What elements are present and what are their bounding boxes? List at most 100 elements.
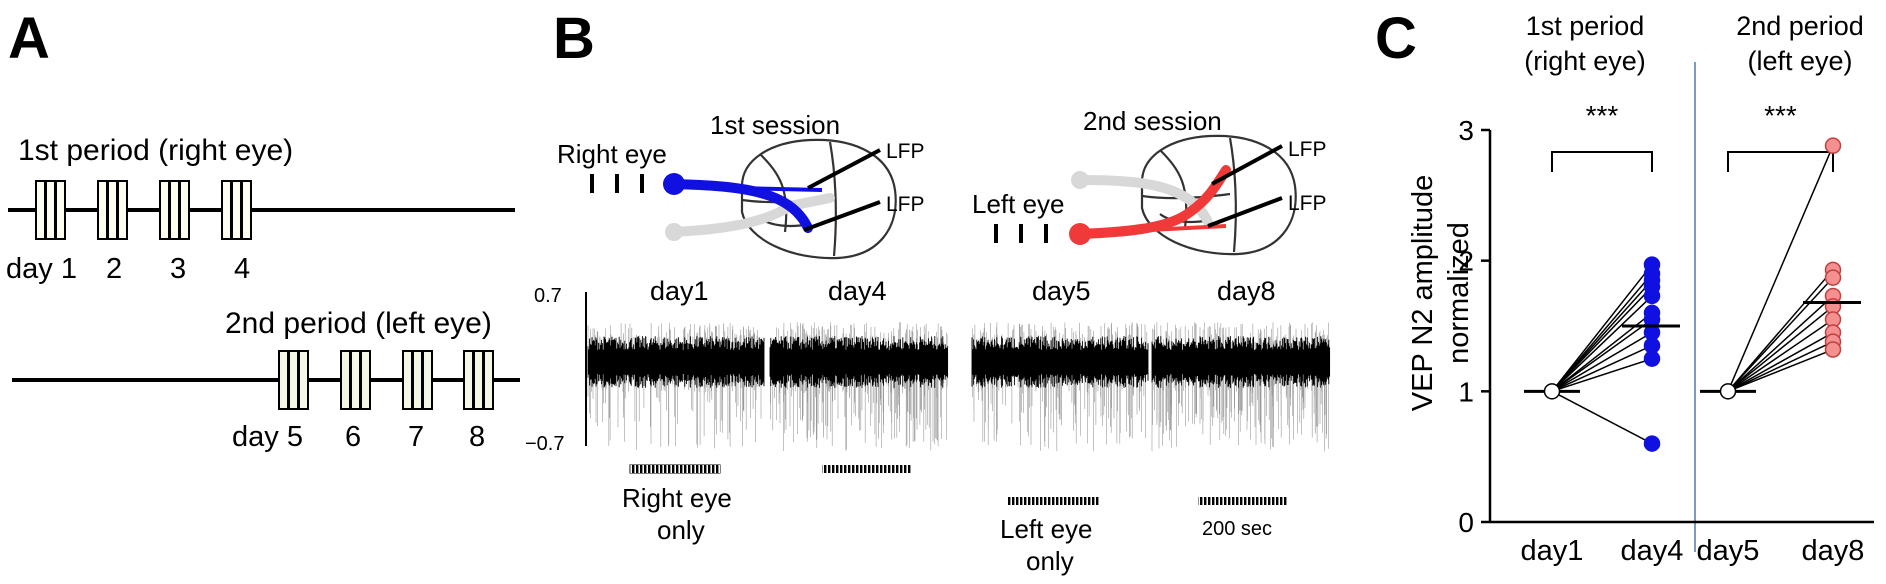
lfp-electrode-upper — [807, 148, 881, 190]
x-tick-label: day1 — [1521, 535, 1584, 567]
right-eye-pathway — [669, 179, 813, 233]
significance-label: *** — [1764, 100, 1797, 131]
paired-line — [1727, 348, 1834, 393]
data-point — [1643, 350, 1661, 367]
baseline-point — [1719, 383, 1737, 400]
stim-period-bar-day1 — [629, 464, 721, 474]
right-eye-node — [663, 173, 685, 195]
session-block-2 — [340, 350, 371, 410]
stim-label-left-eye: Left eye only — [1000, 514, 1100, 576]
trace-core-3 — [971, 336, 1149, 388]
trace-label-day1: day1 — [650, 276, 709, 306]
block-bar — [288, 350, 299, 410]
paired-line — [1727, 305, 1834, 392]
session1-title: 1st session — [710, 110, 840, 140]
session-block-1 — [35, 180, 66, 240]
block-bar — [97, 180, 108, 240]
paired-line — [1727, 145, 1834, 392]
trace-core-2 — [769, 336, 949, 388]
y-axis-label-line2: normalized — [1443, 222, 1475, 364]
lfp-traces — [587, 322, 1331, 452]
block-bar — [169, 180, 180, 240]
right-eye-node-2 — [1071, 171, 1089, 189]
data-point — [1824, 137, 1842, 154]
paired-line — [1551, 344, 1653, 393]
session2-schematic: 2nd session Left eye LFP LFP — [972, 106, 1327, 256]
left-eye-pathway — [1075, 165, 1231, 239]
stim-label-right-eye: Right eye only — [622, 483, 739, 545]
session1-eye-label: Right eye — [557, 139, 667, 169]
block-bar — [241, 180, 252, 240]
trace-core-1 — [587, 336, 765, 388]
paired-line — [1727, 295, 1834, 392]
period1-day-3: 3 — [170, 253, 186, 285]
time-scale-label: 200 sec — [1202, 518, 1272, 540]
paired-line — [1551, 286, 1653, 392]
right-eye-thin-pathway — [735, 186, 823, 192]
block-bar — [278, 350, 289, 410]
brain-outline-2 — [1140, 134, 1297, 256]
y-axis-label-line1: VEP N2 amplitude — [1407, 175, 1439, 411]
session-block-2 — [97, 180, 128, 240]
paired-line — [1551, 295, 1653, 392]
left-eye-thin-pathway — [1149, 224, 1227, 232]
block-bar — [473, 350, 484, 410]
lfp-electrode-upper-2 — [1211, 144, 1283, 186]
session1-lfp-upper: LFP — [886, 140, 925, 163]
paired-line — [1551, 390, 1653, 445]
trace-core-4 — [1151, 336, 1331, 388]
scale-bottom-label: −0.7 — [525, 433, 564, 455]
left-eye-node — [1069, 223, 1091, 245]
paired-line — [1727, 341, 1834, 393]
session-block-4 — [463, 350, 494, 410]
paired-line — [1727, 318, 1834, 392]
baseline-point — [1543, 383, 1561, 400]
panel-a-letter: A — [8, 6, 50, 71]
session2-lfp-upper: LFP — [1288, 138, 1327, 161]
block-bar — [45, 180, 56, 240]
y-tick-label: 2 — [1458, 246, 1474, 277]
paired-line — [1551, 331, 1653, 392]
period2-label: 2nd period (left eye) — [225, 307, 492, 340]
paired-line — [1551, 318, 1653, 392]
trace-label-day8: day8 — [1217, 276, 1276, 306]
data-point — [1643, 435, 1661, 452]
stimulus-flash-marks — [590, 174, 644, 193]
block-bar — [55, 180, 66, 240]
session2-eye-label: Left eye — [972, 189, 1065, 219]
block-bar — [360, 350, 371, 410]
period2-session-blocks — [278, 350, 494, 410]
significance-label: *** — [1586, 100, 1619, 131]
significance-bracket — [1727, 151, 1834, 172]
session-block-3 — [159, 180, 190, 240]
group1-header-line2: (right eye) — [1524, 46, 1646, 76]
period1-day-4: 4 — [234, 253, 250, 285]
block-bar — [298, 350, 309, 410]
x-tick-label: day8 — [1802, 535, 1865, 567]
data-point — [1824, 269, 1842, 286]
block-bar — [483, 350, 494, 410]
y-tick-label: 3 — [1458, 115, 1474, 146]
time-scale-bar — [1198, 497, 1288, 505]
group2-header-line2: (left eye) — [1747, 46, 1852, 76]
trace-label-day4: day4 — [828, 276, 887, 306]
period1-day-1: day 1 — [6, 253, 77, 285]
period1-label: 1st period (right eye) — [18, 134, 293, 167]
panel-b: B 1st session Right eye — [525, 6, 1331, 576]
significance-bracket — [1551, 151, 1653, 172]
block-bar — [231, 180, 242, 240]
period1-day-2: 2 — [106, 253, 122, 285]
stim-period-bar-day5 — [1008, 497, 1100, 505]
block-bar — [107, 180, 118, 240]
block-bar — [117, 180, 128, 240]
block-bar — [422, 350, 433, 410]
stimulus-flash-marks-2 — [994, 224, 1048, 243]
block-bar — [463, 350, 474, 410]
left-eye-node — [665, 223, 683, 241]
paired-line — [1551, 279, 1653, 392]
y-tick-label: 0 — [1458, 507, 1474, 538]
session-block-3 — [402, 350, 433, 410]
block-bar — [402, 350, 413, 410]
